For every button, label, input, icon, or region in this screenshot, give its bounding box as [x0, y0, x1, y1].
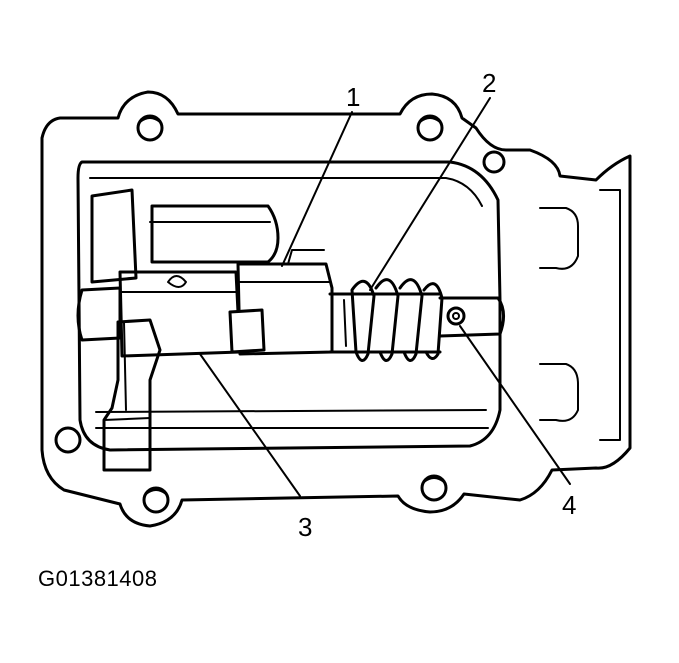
inner-cavity — [76, 160, 502, 452]
housing-outline — [40, 90, 632, 528]
spring — [328, 278, 444, 362]
leader-line-3 — [199, 353, 301, 497]
leader-line-4 — [459, 325, 571, 485]
leader-line-2 — [369, 97, 491, 291]
lower-lever — [102, 318, 162, 472]
bolt-hole-bottom-right — [420, 474, 448, 502]
callout-4: 4 — [562, 490, 576, 520]
figure-id-label: G01381408 — [38, 566, 158, 591]
bolt-hole-bottom-left — [54, 426, 82, 454]
bolt-holes — [54, 114, 506, 514]
bolt-hole-top-right — [416, 114, 444, 142]
left-block — [90, 188, 138, 284]
valve-body — [118, 270, 242, 358]
callout-2: 2 — [482, 68, 496, 98]
callout-1: 1 — [346, 82, 360, 112]
bolt-hole-top-left — [136, 114, 164, 142]
leader-line-1 — [281, 111, 353, 267]
retaining-clip — [446, 306, 466, 326]
bolt-hole-right — [482, 150, 506, 174]
upper-cylinder — [150, 204, 280, 264]
right-channel — [539, 207, 579, 270]
spool-shaft — [76, 286, 122, 342]
callout-3: 3 — [298, 512, 312, 542]
bolt-hole-bottom-mid — [142, 486, 170, 514]
